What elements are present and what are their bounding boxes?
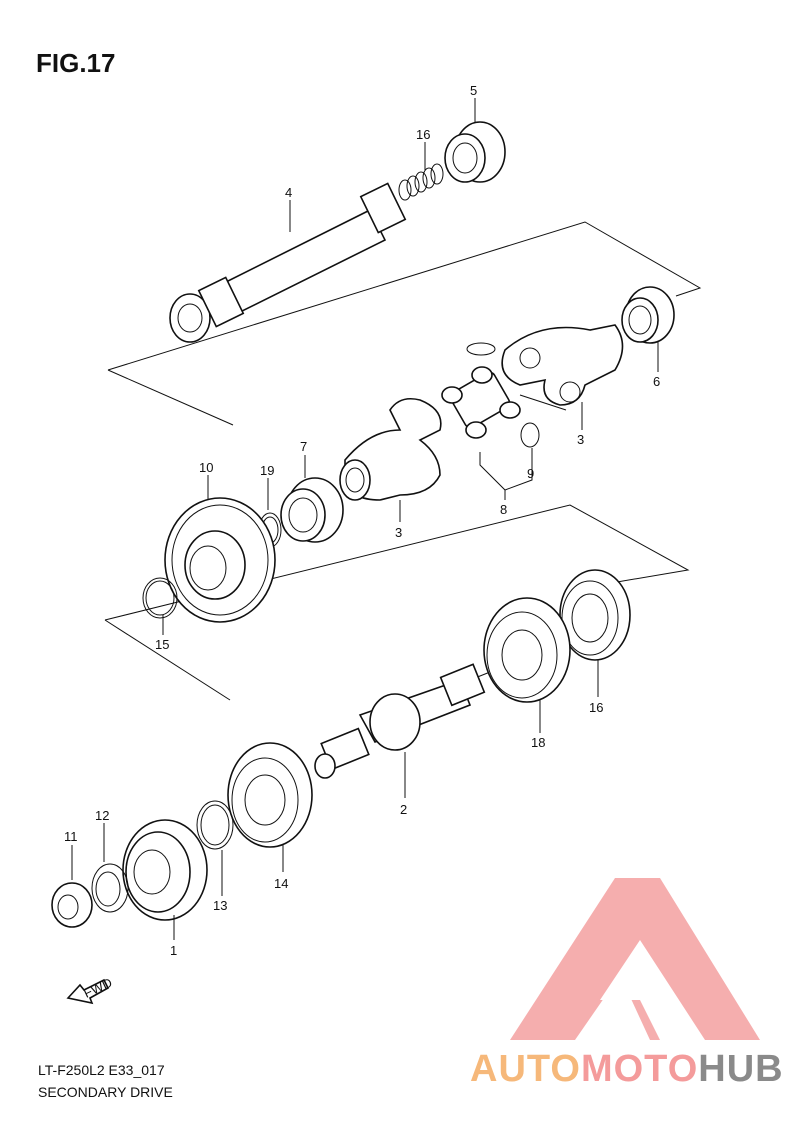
watermark-hub: HUB [698,1048,784,1090]
part-10-flange [164,497,276,623]
part-3-yoke-lower [339,397,442,501]
fwd-arrow-icon: FWD [66,975,114,1005]
figure-title: FIG.17 [36,48,116,78]
callout-labels: 5 16 4 6 3 9 8 3 7 19 10 15 16 18 2 14 1… [64,83,660,958]
group-box-upper [107,221,702,426]
callout-4: 4 [285,185,292,200]
watermark-logo [510,878,760,1040]
callout-13: 13 [213,898,227,913]
part-12-washer [91,863,129,913]
leader-lines [71,98,659,940]
part-7-ring [280,477,344,543]
callout-5: 5 [470,83,477,98]
part-1-bevel-gear [122,819,208,921]
part-13-washer [196,800,234,850]
fwd-label: FWD [81,975,114,1001]
part-16-bearing [559,569,631,661]
callout-10: 10 [199,460,213,475]
watermark-moto: MOTO [580,1048,699,1090]
callout-7: 7 [300,439,307,454]
callout-15: 15 [155,637,169,652]
watermark-auto: AUTO [470,1048,581,1090]
callout-17: 16 [416,127,430,142]
callout-6: 6 [653,374,660,389]
part-18-bearing [483,597,571,703]
part-6-seal [621,286,675,344]
part-2-drive-shaft [314,663,486,779]
callout-19: 19 [260,463,274,478]
part-8-spider [441,342,521,439]
part-9-circlip [520,422,540,448]
callout-14: 14 [274,876,288,891]
callout-8: 8 [500,502,507,517]
callout-3-lower: 3 [395,525,402,540]
callout-1: 1 [170,943,177,958]
part-5-boot [444,121,506,183]
part-15-o-ring [142,577,178,619]
callout-12: 12 [95,808,109,823]
callout-2: 2 [400,802,407,817]
callout-11: 11 [64,829,78,844]
figure-code: LT-F250L2 E33_017 [38,1062,165,1078]
watermark-text: AUTOMOTOHUB [470,1048,784,1091]
part-4-shaft [169,182,407,343]
part-14-bearing [227,742,313,848]
callout-3-upper: 3 [577,432,584,447]
callout-18: 18 [531,735,545,750]
callout-9: 9 [527,466,534,481]
part-17-spring [398,163,444,201]
callout-16: 16 [589,700,603,715]
part-3-yoke-upper [501,324,624,406]
part-11-nut [51,882,93,928]
figure-name: SECONDARY DRIVE [38,1084,173,1100]
